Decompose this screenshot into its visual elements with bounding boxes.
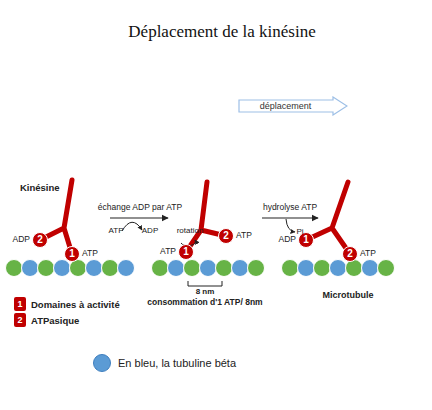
part-name: Kinésine xyxy=(20,183,60,194)
key-square: 2 xyxy=(14,313,26,327)
tubulin-alpha xyxy=(314,260,331,277)
release-arrow xyxy=(286,219,295,232)
note-label: consommation d'1 ATP/ 8nm xyxy=(147,298,262,308)
microtubule-row xyxy=(6,260,135,277)
tubulin-alpha xyxy=(152,260,169,277)
movement-arrow: déplacement xyxy=(238,96,348,116)
molecule-label: ADP xyxy=(13,235,30,245)
molecule-label: ATP xyxy=(82,249,98,259)
motion-label: rotation xyxy=(177,226,204,235)
atpase-domain: 1 xyxy=(178,244,194,260)
tubulin-beta xyxy=(54,260,71,277)
microtubule-row xyxy=(152,260,265,277)
distance-bracket xyxy=(188,281,222,286)
step-label: échange ADP par ATP xyxy=(98,203,182,213)
tubulin-beta xyxy=(232,260,249,277)
tubulin-beta xyxy=(118,260,135,277)
molecule-label: ATP xyxy=(160,247,176,257)
callout-number: 1 xyxy=(14,297,26,311)
tubulin-beta xyxy=(168,260,185,277)
tubulin-alpha xyxy=(184,260,201,277)
arrow-shape xyxy=(239,97,347,115)
molecule-label: Pi xyxy=(296,227,303,236)
atpase-domain: 1 xyxy=(64,246,80,262)
tubulin-alpha xyxy=(346,260,363,277)
callout-number: 2 xyxy=(14,313,26,327)
tubulin-alpha xyxy=(102,260,119,277)
part-name: Microtubule xyxy=(323,290,374,300)
atpase-domain: 2 xyxy=(32,232,48,248)
step-arrow xyxy=(262,217,318,218)
callout-number: 2 xyxy=(219,229,233,243)
tubulin-alpha xyxy=(282,260,299,277)
atpase-domain: 2 xyxy=(218,228,234,244)
tubulin-alpha xyxy=(70,260,87,277)
callout-number: 1 xyxy=(65,247,79,261)
molecule-label: ATP xyxy=(236,231,252,241)
tubulin-beta xyxy=(330,260,347,277)
tubulin-beta xyxy=(22,260,39,277)
exchange-arrow xyxy=(122,222,142,231)
step-label: hydrolyse ATP xyxy=(263,203,317,213)
microtubule-row xyxy=(282,260,395,277)
legend-swatch xyxy=(93,354,111,372)
tubulin-alpha xyxy=(248,260,265,277)
movement-label: déplacement xyxy=(238,96,333,116)
callout-number: 2 xyxy=(33,233,47,247)
tubulin-beta xyxy=(362,260,379,277)
step-arrow xyxy=(110,217,168,218)
key-text: Domaines à activité ATPasique xyxy=(31,297,131,329)
molecule-label: ADP xyxy=(142,226,158,235)
callout-number: 1 xyxy=(179,245,193,259)
tubulin-beta xyxy=(298,260,315,277)
tubulin-alpha xyxy=(216,260,233,277)
tubulin-alpha xyxy=(38,260,55,277)
legend-text: En bleu, la tubuline béta xyxy=(118,357,236,369)
callout-number: 2 xyxy=(343,247,357,261)
atpase-domain: 2 xyxy=(342,246,358,262)
legend-entry: En bleu, la tubuline béta xyxy=(93,353,236,371)
molecule-label: ATP xyxy=(109,226,124,235)
tubulin-beta xyxy=(86,260,103,277)
dimension-label: 8 nm xyxy=(196,287,215,296)
tubulin-alpha xyxy=(378,260,395,277)
key-square: 1 xyxy=(14,297,26,311)
molecule-label: ADP xyxy=(279,235,296,245)
molecule-label: ATP xyxy=(360,249,376,259)
diagram-title: Déplacement de la kinésine xyxy=(128,22,315,42)
tubulin-alpha xyxy=(6,260,23,277)
tubulin-beta xyxy=(200,260,217,277)
